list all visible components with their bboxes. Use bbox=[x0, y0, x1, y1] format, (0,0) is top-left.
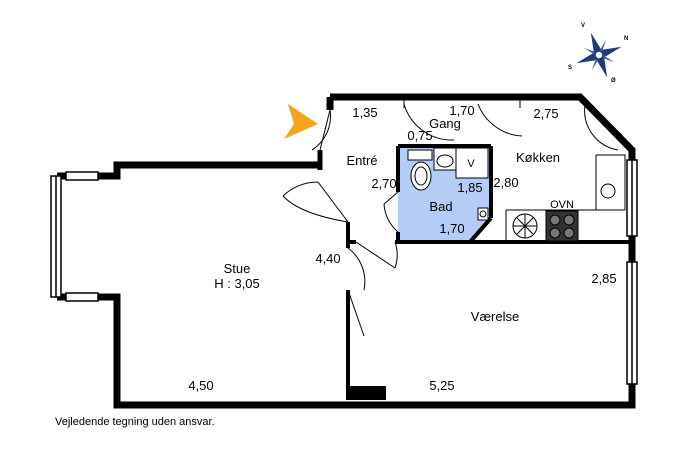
kitchen-sink-icon bbox=[600, 183, 616, 199]
entrance-door bbox=[311, 109, 331, 151]
dim-4-40: 4,40 bbox=[315, 251, 341, 266]
dim-4-50: 4,50 bbox=[188, 378, 214, 393]
dim-5-25: 5,25 bbox=[429, 378, 455, 393]
room-label-vaerelse: Værelse bbox=[470, 309, 520, 324]
room-label-stue-height: H : 3,05 bbox=[214, 276, 260, 291]
compass-v-label: V bbox=[581, 23, 586, 29]
sink-icon bbox=[436, 154, 454, 168]
interior-doors bbox=[282, 99, 623, 337]
room-label-stue: Stue bbox=[223, 261, 251, 276]
entrance-arrow-icon bbox=[284, 104, 318, 139]
compass-n-label: N bbox=[624, 36, 629, 42]
interior-walls bbox=[346, 144, 632, 400]
dim-2-85: 2,85 bbox=[591, 271, 617, 286]
compass-icon bbox=[576, 32, 622, 78]
dim-1-85: 1,85 bbox=[457, 180, 483, 195]
outer-walls bbox=[57, 93, 636, 409]
fixture-label-v: V bbox=[467, 158, 475, 170]
dim-2-75: 2,75 bbox=[533, 106, 559, 121]
dim-2-80: 2,80 bbox=[493, 175, 519, 190]
kitchen-fixtures bbox=[505, 154, 626, 242]
dim-0-75: 0,75 bbox=[407, 128, 433, 143]
dim-1-35: 1,35 bbox=[352, 105, 378, 120]
compass-o-label: Ø bbox=[611, 78, 616, 84]
room-label-bad: Bad bbox=[429, 199, 453, 214]
windows bbox=[50, 159, 638, 385]
room-label-gang: Gang bbox=[429, 116, 461, 131]
dim-2-70: 2,70 bbox=[371, 176, 397, 191]
dim-1-70-bad: 1,70 bbox=[439, 221, 465, 236]
dim-1-70-top: 1,70 bbox=[449, 103, 475, 118]
compass-s-label: S bbox=[568, 65, 573, 71]
room-label-entre: Entré bbox=[346, 153, 378, 168]
room-label-kokken: Køkken bbox=[515, 150, 561, 165]
disclaimer-text: Vejledende tegning uden ansvar. bbox=[55, 416, 215, 428]
fixture-label-ovn: OVN bbox=[550, 199, 574, 211]
bathroom-fixtures bbox=[407, 147, 489, 221]
